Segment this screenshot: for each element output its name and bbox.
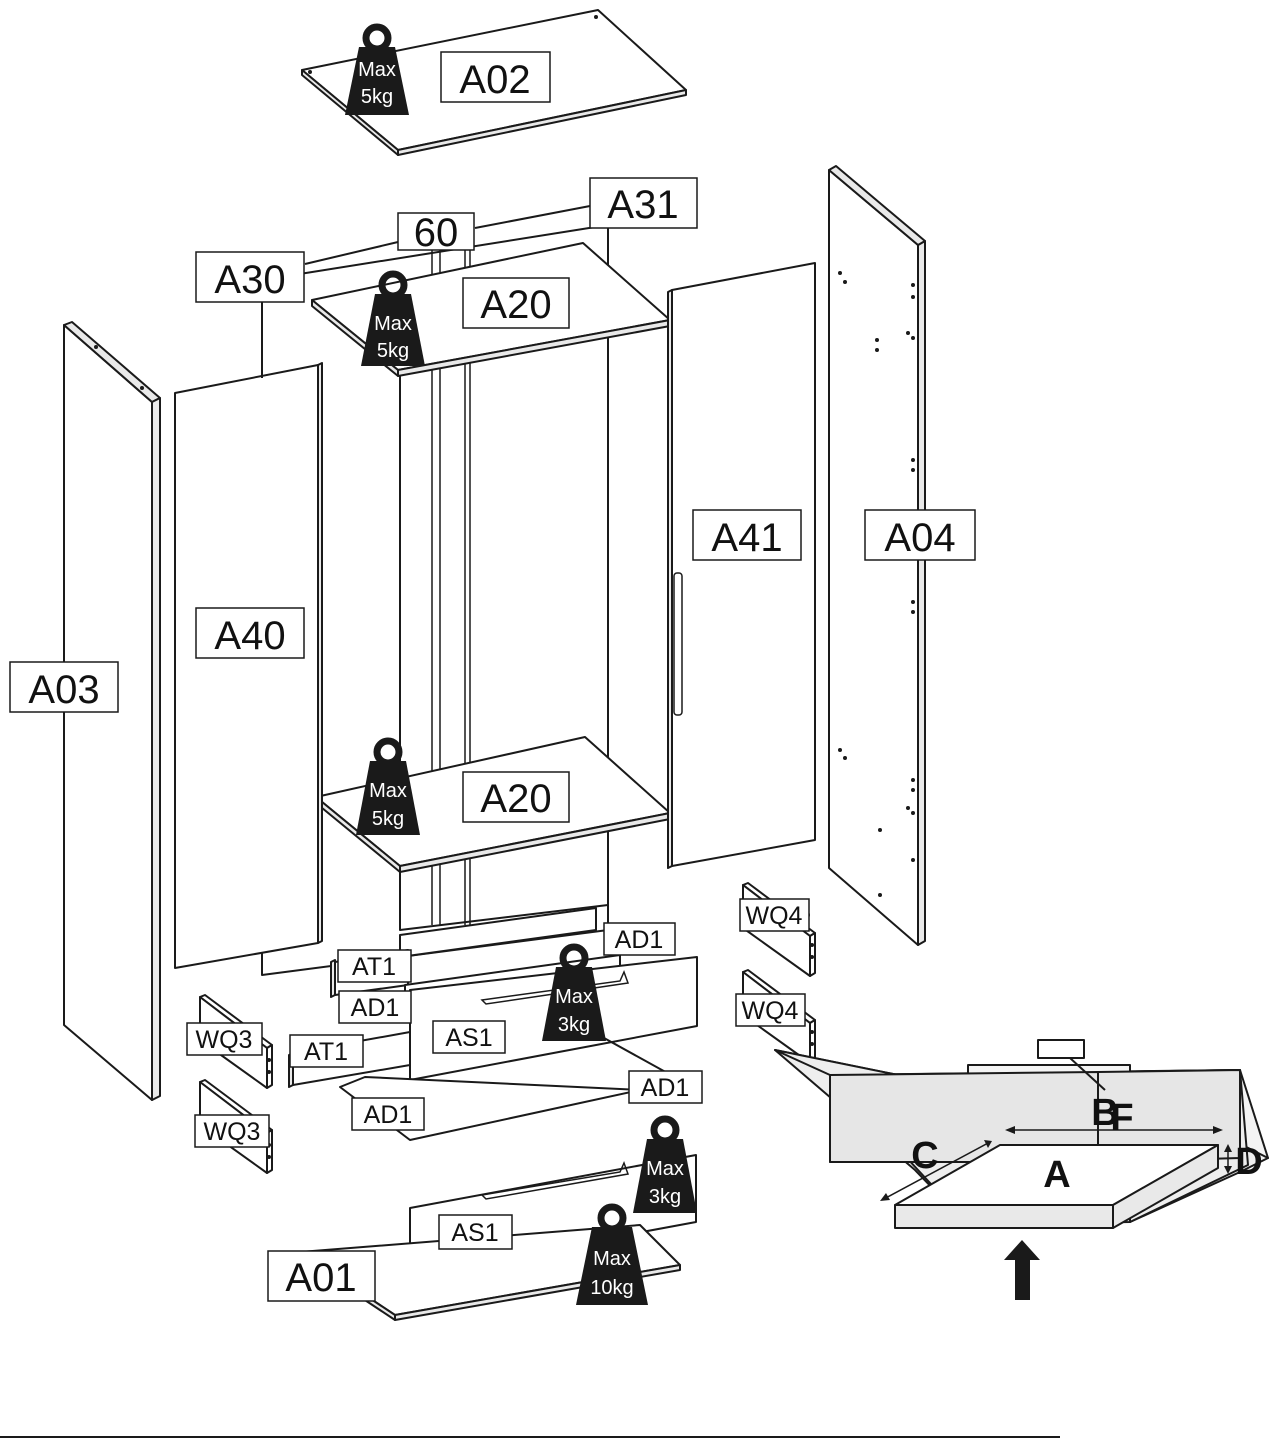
label-a02-text: A02: [459, 58, 530, 102]
label-a01-text: A01: [285, 1256, 356, 1300]
weight-line2: 5kg: [361, 86, 393, 108]
label-ad1-a: AD1: [603, 922, 676, 956]
weight-icon: Max 3kg: [542, 943, 606, 1041]
label-wq3-lower-text: WQ3: [204, 1118, 261, 1146]
label-ad1-b-text: AD1: [351, 994, 400, 1022]
label-a02: A02: [440, 51, 551, 103]
weight-icon: Max 5kg: [356, 737, 420, 835]
label-a31-text: A31: [607, 183, 678, 227]
weight-line2: 10kg: [590, 1277, 633, 1299]
label-divider-60: 60: [397, 211, 475, 255]
weight-line1: Max: [646, 1158, 684, 1180]
door-a40: [174, 362, 323, 969]
label-ad1-c-text: AD1: [641, 1074, 690, 1102]
dim-c: C: [911, 1135, 938, 1177]
label-a41: A41: [692, 509, 802, 561]
weight-icon: Max 10kg: [576, 1203, 648, 1305]
weight-icon: Max 3kg: [633, 1115, 697, 1213]
label-at1-b-text: AT1: [304, 1038, 348, 1066]
weight-line1: Max: [358, 59, 396, 81]
label-as1-a-text: AS1: [445, 1024, 492, 1052]
weight-line1: Max: [593, 1248, 631, 1270]
label-wq4-upper: WQ4: [739, 898, 810, 932]
label-at1-a-text: AT1: [352, 953, 396, 981]
label-wq4-lower-text: WQ4: [742, 997, 799, 1025]
label-a03: A03: [9, 661, 119, 713]
label-divider-text: 60: [414, 211, 459, 255]
dim-d: D: [1235, 1141, 1262, 1183]
label-ad1-d: AD1: [351, 1097, 425, 1131]
weight-line2: 3kg: [649, 1186, 681, 1208]
label-a20-middle-text: A20: [480, 777, 551, 821]
package-illustration: [774, 1039, 1269, 1300]
dim-f: F: [1110, 1097, 1133, 1139]
label-ad1-b: AD1: [338, 990, 412, 1024]
label-a40: A40: [195, 607, 305, 659]
label-ad1-d-text: AD1: [364, 1101, 413, 1129]
label-a20-upper-text: A20: [480, 283, 551, 327]
weight-icon: Max 5kg: [345, 23, 409, 115]
label-wq4-lower: WQ4: [735, 993, 806, 1027]
label-a03-text: A03: [28, 668, 99, 712]
label-as1-b-text: AS1: [451, 1219, 498, 1247]
label-a30-text: A30: [214, 258, 285, 302]
weight-line1: Max: [369, 780, 407, 802]
weight-line1: Max: [374, 313, 412, 335]
label-a04-text: A04: [884, 516, 955, 560]
weight-line1: Max: [555, 986, 593, 1008]
label-a31: A31: [589, 177, 698, 229]
package-dimensions: B C D A F: [880, 1092, 1263, 1201]
label-a20-upper: A20: [462, 277, 570, 329]
label-wq4-upper-text: WQ4: [746, 902, 803, 930]
label-as1-b: AS1: [438, 1214, 513, 1250]
label-as1-a: AS1: [432, 1020, 506, 1054]
label-wq3-upper: WQ3: [186, 1022, 263, 1056]
label-a40-text: A40: [214, 614, 285, 658]
dim-a: A: [1043, 1154, 1070, 1196]
weight-icon: Max 5kg: [361, 270, 425, 366]
label-a41-text: A41: [711, 516, 782, 560]
label-a04: A04: [864, 509, 976, 561]
label-ad1-a-text: AD1: [615, 926, 664, 954]
label-at1-b: AT1: [289, 1034, 364, 1068]
label-wq3-lower: WQ3: [194, 1114, 270, 1148]
weight-line2: 3kg: [558, 1014, 590, 1036]
weight-line2: 5kg: [377, 340, 409, 362]
label-a01: A01: [267, 1250, 376, 1302]
label-wq3-upper-text: WQ3: [196, 1026, 253, 1054]
door-a41: [667, 262, 816, 869]
label-a20-middle: A20: [462, 771, 570, 823]
weight-line2: 5kg: [372, 808, 404, 830]
dim-b: B: [1091, 1092, 1118, 1134]
label-at1-a: AT1: [337, 949, 412, 983]
label-a30: A30: [195, 251, 305, 303]
leader-lines: [261, 205, 609, 378]
label-ad1-c: AD1: [628, 1070, 703, 1104]
